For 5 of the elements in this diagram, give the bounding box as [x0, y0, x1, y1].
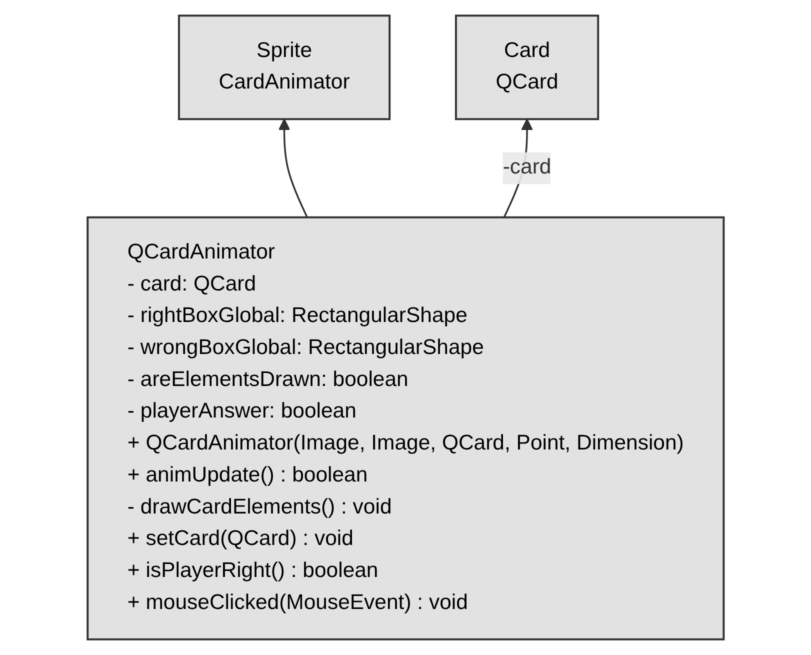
node-box: QCardAnimator - card: QCard - rightBoxGlobal: RectangularShape - wrongBoxGlobal: RectangularShape - areElementsDrawn: boolean - playerAnswer: boolean + QCardAnimator(Image, Image, QCard, Point, Dimension) + animUpdate() : boolean - drawCardElements() : void + setCard(QCard) : void + isPlayerRight() : boolean + mouseClicked(MouseEvent) : void [86, 216, 725, 640]
arrow [278, 118, 308, 218]
edge-label: -card [502, 156, 552, 179]
node-box: Card QCard [454, 14, 599, 120]
node-box: Sprite CardAnimator [178, 14, 390, 120]
